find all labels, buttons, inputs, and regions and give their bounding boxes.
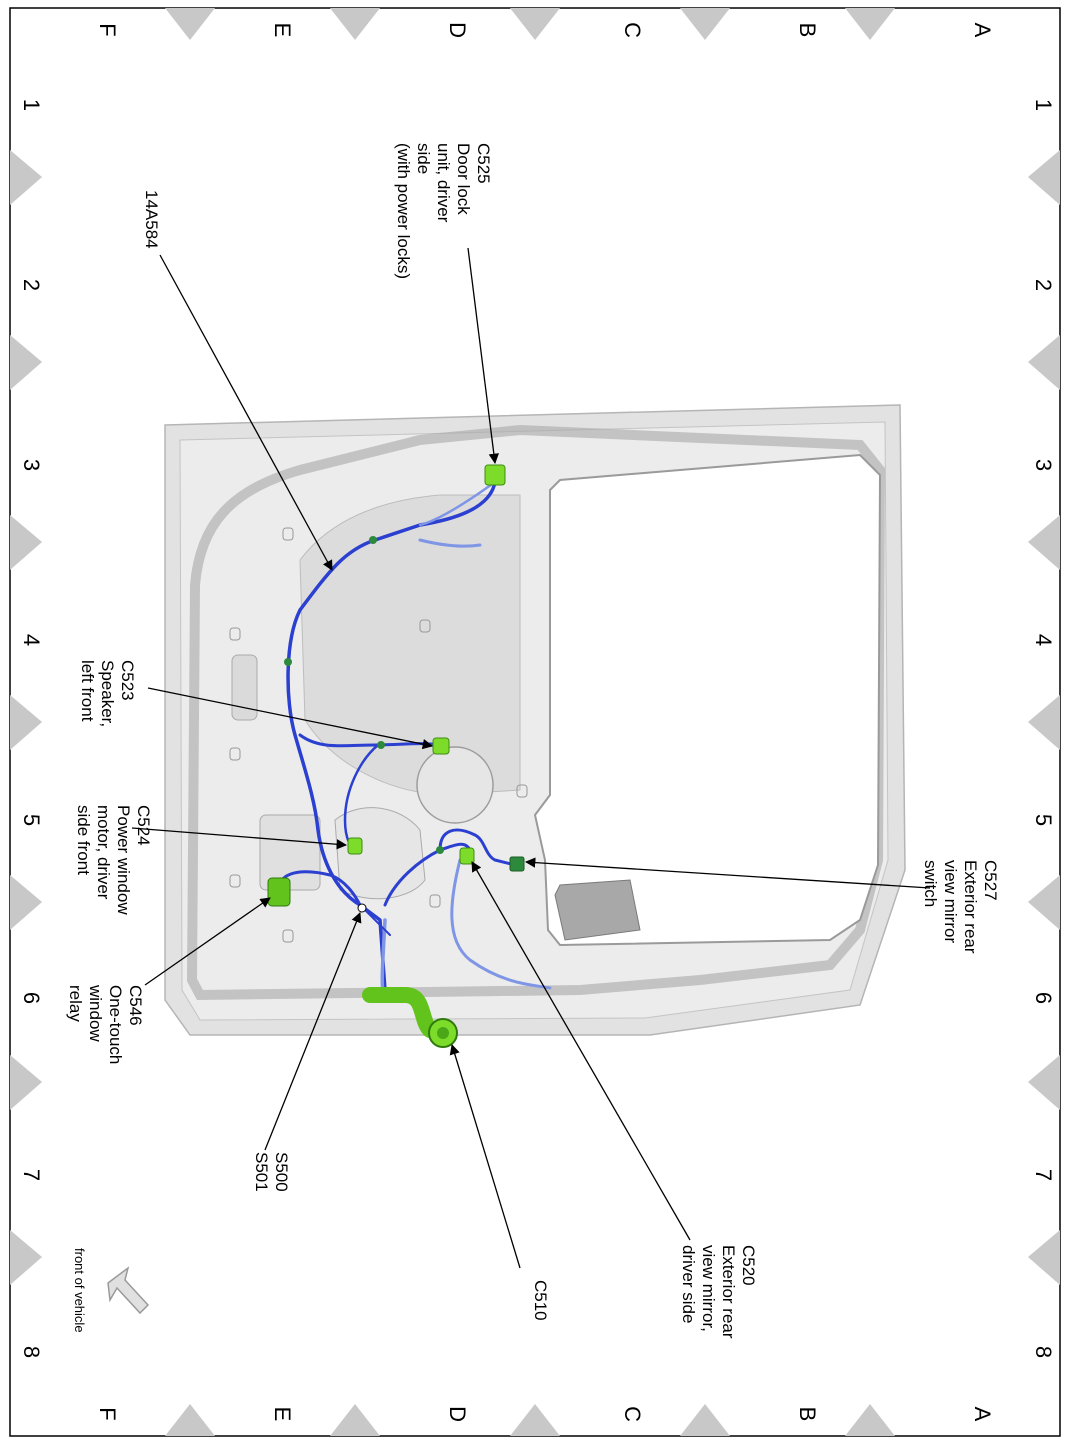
connector-c523	[432, 737, 450, 755]
label-c525-id: C525	[474, 143, 493, 184]
label-c546-line: window	[86, 984, 105, 1042]
col-label: 6	[19, 992, 44, 1004]
label-harness-id: 14A584	[142, 190, 161, 249]
label-splice: S500 S501	[252, 1152, 291, 1192]
connector-c510	[362, 987, 438, 1038]
label-c524-line: side front	[74, 805, 93, 875]
col-label: 5	[1031, 814, 1056, 826]
direction-arrow-icon	[107, 1266, 150, 1315]
row-label: F	[95, 1407, 120, 1420]
row-label: D	[445, 22, 470, 38]
label-c527: C527 Exterior rear view mirror switch	[921, 860, 1000, 954]
label-c524-line: motor, driver	[94, 805, 113, 900]
col-label: 7	[19, 1169, 44, 1181]
row-label: B	[795, 23, 820, 38]
door-panel	[164, 404, 906, 1036]
label-c520-id: C520	[739, 1245, 758, 1286]
label-c524-id: C524	[134, 805, 153, 846]
label-c520-line: view mirror,	[699, 1245, 718, 1332]
label-c525-line: (with power locks)	[394, 143, 413, 279]
splice-s500-s501	[357, 903, 367, 913]
front-of-vehicle-indicator: front of vehicle	[72, 1248, 150, 1333]
row-label: E	[270, 1407, 295, 1422]
col-label: 3	[19, 459, 44, 471]
col-label: 1	[19, 99, 44, 111]
label-c510: C510	[531, 1280, 550, 1321]
label-c524: C524 Power window motor, driver side fro…	[74, 805, 153, 915]
label-c546-line: One-touch	[106, 985, 125, 1064]
col-label: 8	[19, 1346, 44, 1358]
label-c525: C525 Door lock unit, driver side (with p…	[394, 143, 493, 279]
col-label: 8	[1031, 1346, 1056, 1358]
label-s501: S501	[252, 1152, 271, 1192]
label-c520-line: driver side	[679, 1245, 698, 1323]
label-harness: 14A584	[142, 190, 161, 249]
label-c527-line: view mirror	[941, 860, 960, 943]
col-label: 7	[1031, 1169, 1056, 1181]
col-label: 2	[19, 279, 44, 291]
connector-c527	[509, 856, 525, 872]
label-s500: S500	[272, 1152, 291, 1192]
row-labels-bottom: A B C D E F	[95, 1406, 995, 1422]
col-label: 4	[1031, 634, 1056, 646]
col-label: 2	[1031, 279, 1056, 291]
row-label: D	[445, 1406, 470, 1422]
label-c523-line: left front	[78, 660, 97, 722]
row-labels-top: A B C D E F	[95, 22, 995, 38]
col-label: 1	[1031, 99, 1056, 111]
connector-c520	[459, 847, 475, 865]
label-c523: C523 Speaker, left front	[78, 660, 137, 727]
label-c546-id: C546	[126, 985, 145, 1026]
label-c527-line: switch	[921, 860, 940, 907]
connectors	[267, 464, 525, 1048]
connector-c525	[484, 464, 506, 486]
col-labels-right: 1 2 3 4 5 6 7 8	[1031, 99, 1056, 1358]
connector-c524	[347, 837, 363, 855]
label-c527-id: C527	[981, 860, 1000, 901]
row-label: E	[270, 23, 295, 38]
col-label: 4	[19, 634, 44, 646]
front-of-vehicle-label: front of vehicle	[72, 1248, 87, 1333]
label-c524-line: Power window	[114, 805, 133, 915]
col-labels-left: 1 2 3 4 5 6 7 8	[19, 99, 44, 1358]
col-label: 6	[1031, 992, 1056, 1004]
label-c523-id: C523	[118, 660, 137, 701]
connector-c546	[267, 877, 291, 907]
label-c546: C546 One-touch window relay	[66, 984, 145, 1064]
label-c527-line: Exterior rear	[961, 860, 980, 954]
border-markers	[10, 8, 1060, 1436]
label-c525-line: unit, driver	[434, 143, 453, 223]
leader-lines	[131, 247, 931, 1269]
row-label: A	[970, 1407, 995, 1422]
col-label: 3	[1031, 459, 1056, 471]
label-c520-line: Exterior rear	[719, 1245, 738, 1339]
row-label: B	[795, 1407, 820, 1422]
row-label: C	[620, 1406, 645, 1422]
col-label: 5	[19, 814, 44, 826]
row-label: C	[620, 22, 645, 38]
label-c525-line: side	[414, 143, 433, 174]
row-label: A	[970, 23, 995, 38]
label-c510-id: C510	[531, 1280, 550, 1321]
label-c525-line: Door lock	[454, 143, 473, 215]
label-c546-line: relay	[66, 985, 85, 1022]
label-c520: C520 Exterior rear view mirror, driver s…	[679, 1245, 758, 1339]
row-label: F	[95, 23, 120, 36]
label-c523-line: Speaker,	[98, 660, 117, 727]
